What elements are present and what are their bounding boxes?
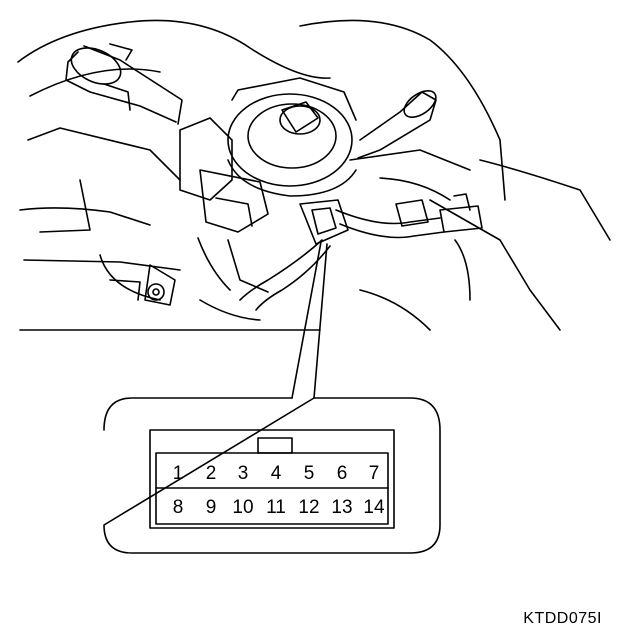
steering-column-illustration <box>17 19 611 331</box>
pin-7-label: 7 <box>369 463 380 484</box>
pin-6-label: 6 <box>337 463 348 484</box>
pin-10-label: 10 <box>232 497 253 518</box>
pin-labels: 1 2 3 4 5 6 7 8 9 10 11 12 13 14 <box>173 463 385 518</box>
connector-callout-frame <box>103 397 441 554</box>
pin-13-label: 13 <box>331 497 352 518</box>
pin-1-label: 1 <box>173 463 184 484</box>
connector-face <box>149 429 395 529</box>
pin-4-label: 4 <box>271 463 282 484</box>
pin-9-label: 9 <box>206 497 217 518</box>
pin-14-label: 14 <box>363 497 385 518</box>
pin-5-label: 5 <box>304 463 315 484</box>
pin-3-label: 3 <box>238 463 249 484</box>
callout-leader-lines <box>291 241 328 399</box>
figure-code: KTDD075I <box>523 610 602 627</box>
pin-2-label: 2 <box>206 463 217 484</box>
pin-11-label: 11 <box>266 497 286 518</box>
pin-8-label: 8 <box>173 497 184 518</box>
pin-12-label: 12 <box>298 497 319 518</box>
